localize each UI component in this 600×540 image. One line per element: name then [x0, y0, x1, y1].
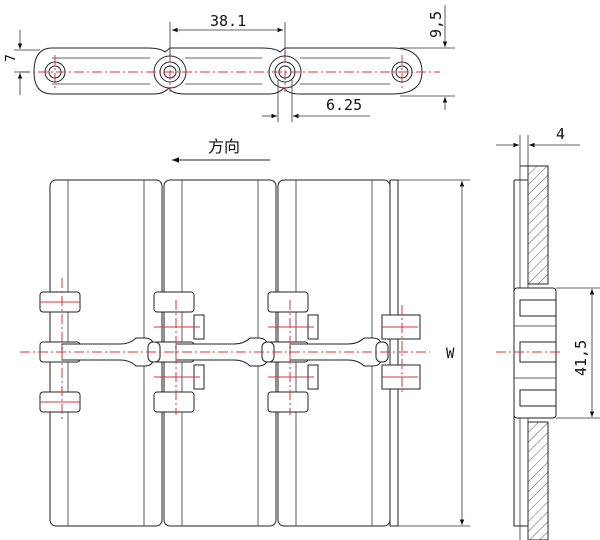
side-profile-view: 38.1 9,5 7 6.25: [4, 5, 455, 122]
side-thickness-label: 4: [556, 125, 565, 143]
thickness-label: 9,5: [427, 11, 445, 38]
direction-label: 方向: [208, 137, 240, 156]
pin-diameter-label: 6.25: [326, 96, 362, 114]
pitch-dimension: 38.1: [169, 12, 286, 56]
direction-indicator: 方向: [172, 137, 270, 163]
width-label: W: [446, 346, 455, 362]
link-height-dimension: 7: [4, 30, 40, 95]
end-view: 4 41,5: [496, 125, 600, 540]
plan-view: W: [20, 179, 470, 527]
thickness-dimension: 9,5: [400, 5, 455, 110]
width-dimension: W: [398, 179, 470, 527]
hinge-width-dimension: 41,5: [556, 287, 600, 419]
pin-diameter-dimension: 6.25: [262, 80, 370, 122]
link-height-label: 7: [4, 54, 19, 62]
hinge-width-label: 41,5: [572, 340, 590, 376]
plan-centerlines: [20, 278, 430, 420]
pitch-label: 38.1: [210, 12, 246, 30]
side-thickness-dimension: 4: [496, 125, 580, 166]
